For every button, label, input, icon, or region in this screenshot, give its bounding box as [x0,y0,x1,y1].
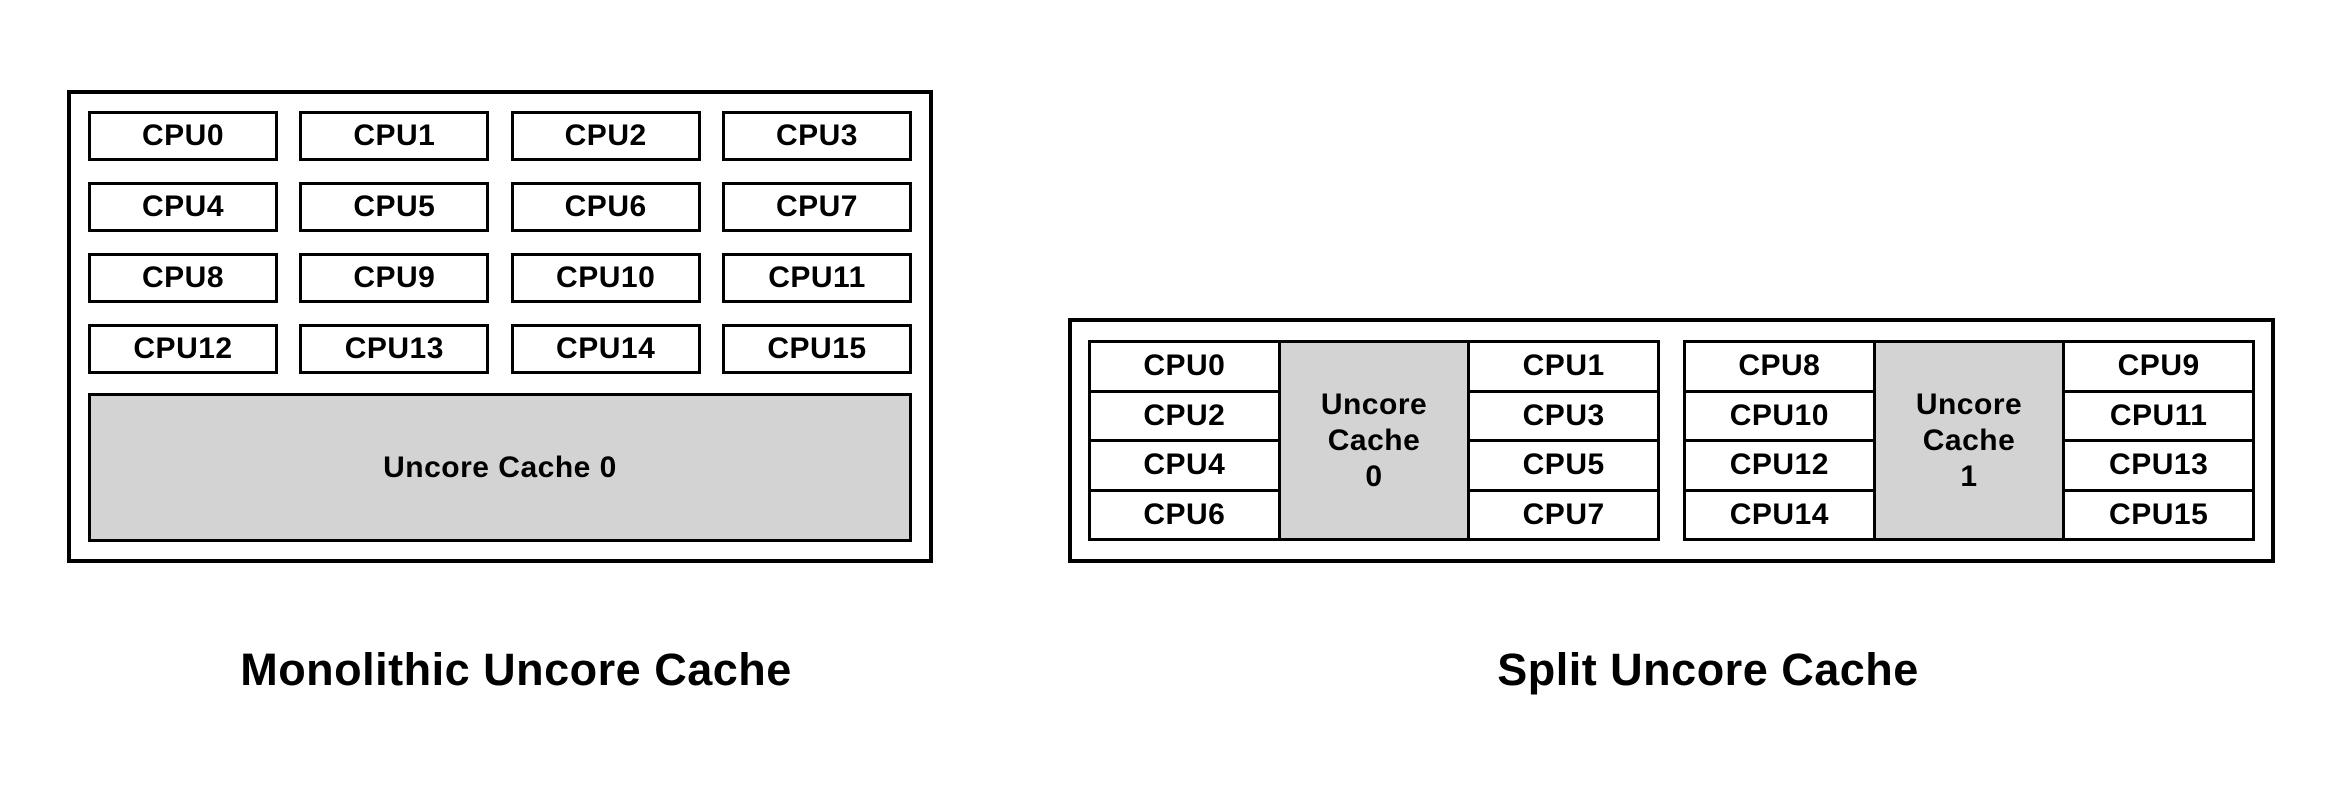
cpu-box-1: CPU1 [299,111,490,161]
monolithic-diagram: CPU0 CPU1 CPU2 CPU3 CPU4 CPU5 CPU6 CPU7 … [67,90,933,563]
split-cluster-1: CPU8 Uncore Cache 1 CPU9 CPU10 CPU11 CPU… [1683,340,2255,541]
uncore-cache-1-line-3: 1 [1960,459,1978,493]
uncore-cache-0-line-2: Cache [1327,423,1421,457]
cpu-box-3: CPU3 [721,111,912,161]
split-cluster-0: CPU0 Uncore Cache 0 CPU1 CPU2 CPU3 CPU4 … [1088,340,1660,541]
cpu-cell-6: CPU6 [1091,491,1278,538]
cpu-cell-7: CPU7 [1470,491,1657,538]
uncore-cache-1-box: Uncore Cache 1 [1875,343,2063,538]
uncore-cache-1-line-1: Uncore [1915,387,2023,421]
cpu-box-15: CPU15 [721,324,912,374]
cpu-cell-1: CPU1 [1470,343,1657,390]
cpu-cell-10: CPU10 [1686,392,1873,439]
cpu-box-0: CPU0 [88,111,278,161]
uncore-cache-0-box: Uncore Cache 0 [1280,343,1468,538]
cpu-cell-15: CPU15 [2065,491,2252,538]
cpu-cell-2: CPU2 [1091,392,1278,439]
cpu-cell-5: CPU5 [1470,442,1657,489]
cpu-box-5: CPU5 [299,182,490,232]
cpu-box-8: CPU8 [88,253,278,303]
uncore-cache-0-line-1: Uncore [1320,387,1428,421]
cpu-box-11: CPU11 [721,253,912,303]
split-diagram: CPU0 Uncore Cache 0 CPU1 CPU2 CPU3 CPU4 … [1068,318,2275,563]
cpu-box-6: CPU6 [510,182,701,232]
cpu-box-9: CPU9 [299,253,490,303]
cpu-box-4: CPU4 [88,182,278,232]
uncore-cache-1-line-2: Cache [1922,423,2016,457]
cpu-cell-8: CPU8 [1686,343,1873,390]
cpu-box-13: CPU13 [299,324,490,374]
cpu-cell-13: CPU13 [2065,442,2252,489]
cpu-cell-12: CPU12 [1686,442,1873,489]
monolithic-cpu-grid: CPU0 CPU1 CPU2 CPU3 CPU4 CPU5 CPU6 CPU7 … [88,111,912,374]
cpu-cell-4: CPU4 [1091,442,1278,489]
cpu-cell-3: CPU3 [1470,392,1657,439]
uncore-cache-0-line-3: 0 [1365,459,1383,493]
split-caption: Split Uncore Cache [1497,644,1919,695]
monolithic-caption: Monolithic Uncore Cache [240,644,792,695]
cpu-cell-14: CPU14 [1686,491,1873,538]
cpu-box-14: CPU14 [510,324,701,374]
cpu-box-12: CPU12 [88,324,278,374]
cpu-cell-9: CPU9 [2065,343,2252,390]
cpu-box-10: CPU10 [510,253,701,303]
cpu-box-7: CPU7 [721,182,912,232]
cpu-cell-0: CPU0 [1091,343,1278,390]
cpu-box-2: CPU2 [510,111,701,161]
uncore-cache-0-bar: Uncore Cache 0 [88,393,912,542]
cpu-cell-11: CPU11 [2065,392,2252,439]
